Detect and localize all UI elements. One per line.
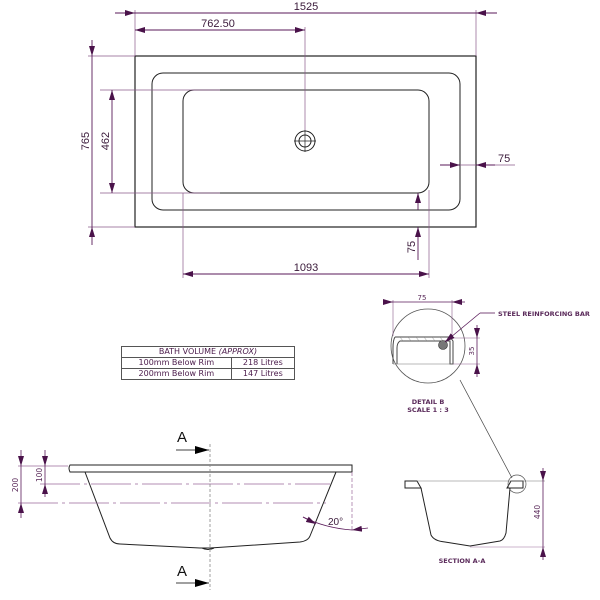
depth-100-label: 100 [35,468,44,483]
depth-200-label: 200 [11,478,20,493]
volume-cell: 147 Litres [230,368,296,380]
plan-view: 1525 762.50 765 462 1093 75 75 [80,1,515,278]
table-row: 200mm Below Rim 147 Litres [121,368,296,380]
section-a-a: 440 SECTION A-A [404,468,546,565]
section-marker-bottom: A [177,563,187,580]
section-marker-top: A [177,429,187,446]
dim-waste-offset: 762.50 [201,18,235,30]
detail-b: 75 35 STEEL REINFORCING BAR DETAIL B SCA… [383,294,590,479]
angle-label: 20° [328,517,343,528]
dim-overall-length: 1525 [294,1,318,13]
volume-table-header: BATH VOLUME (APPROX) [121,346,295,358]
dim-rim-right: 75 [498,153,510,165]
section-title: SECTION A-A [439,557,486,565]
volume-table-note: (APPROX) [218,347,258,356]
steel-bar-callout: STEEL REINFORCING BAR [498,310,590,318]
steel-bar-icon [438,340,448,350]
side-view: A A 200 100 20° [11,429,369,590]
plan-rim-edge [151,72,461,211]
detail-b-title: DETAIL B [412,398,445,406]
detail-b-width: 75 [418,294,427,302]
table-row: 100mm Below Rim 218 Litres [121,357,296,369]
plan-outer-rim [134,55,477,228]
dim-overall-width: 765 [80,132,92,150]
depth-cell: 200mm Below Rim [121,368,232,380]
waste-outlet-icon [294,130,316,152]
volume-table-title: BATH VOLUME [158,347,217,356]
bath-volume-table: BATH VOLUME (APPROX) 100mm Below Rim 218… [121,346,296,380]
volume-cell: 218 Litres [230,357,296,369]
detail-b-scale: SCALE 1 : 3 [407,406,449,414]
plan-basin [182,89,430,194]
depth-cell: 100mm Below Rim [121,357,232,369]
detail-b-height: 35 [468,347,476,356]
dim-rim-bottom: 75 [406,241,418,253]
dim-inner-width: 462 [100,132,112,150]
section-height-label: 440 [533,505,542,520]
dim-inner-length: 1093 [294,262,318,274]
